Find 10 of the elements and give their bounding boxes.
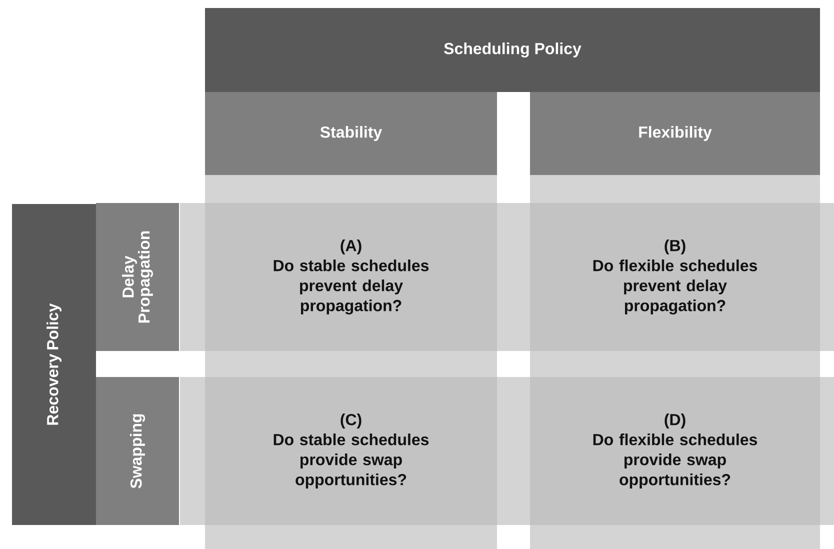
question-cell: (D) Do flexible schedules provide swap opportunities? [530, 377, 820, 525]
header-box: Scheduling Policy [205, 8, 820, 92]
header-box: Delay Propagation [96, 203, 179, 351]
question-cell: (B) Do flexible schedules prevent delay propagation? [530, 203, 820, 351]
header-box: Stability [205, 92, 497, 175]
header-box: Recovery Policy [12, 204, 96, 525]
question-cell: (C) Do stable schedules provide swap opportunities? [205, 377, 497, 525]
header-box: Swapping [96, 377, 179, 525]
question-cell: (A) Do stable schedules prevent delay propagation? [205, 203, 497, 351]
header-box: Flexibility [530, 92, 820, 175]
